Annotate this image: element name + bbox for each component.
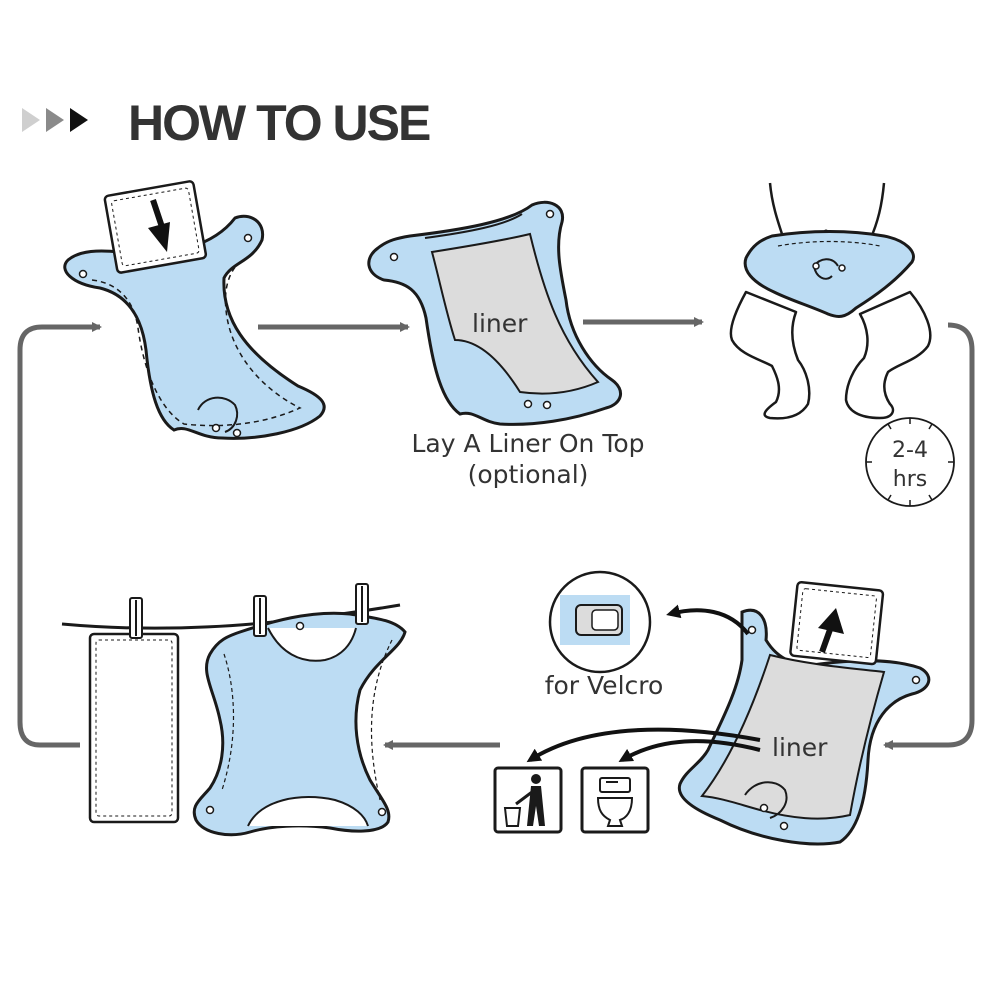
step-wear: 2-4 hrs <box>729 182 955 507</box>
liner-label-used: liner <box>772 733 828 762</box>
step-caption-line2: (optional) <box>468 460 589 489</box>
toilet-icon <box>580 766 650 834</box>
flow-arrows <box>17 317 975 750</box>
clothes-pin-icon <box>253 595 267 637</box>
pad-up-arrow-icon <box>818 608 844 654</box>
page-title: HOW TO USE <box>128 95 430 151</box>
arrow-step5-to-step1 <box>17 322 102 748</box>
header: HOW TO USE <box>22 95 432 151</box>
disposal-arrows <box>526 604 761 763</box>
duration-value: 2-4 <box>892 438 928 463</box>
diaper-drying <box>192 611 407 837</box>
step-remove: liner for Velcro <box>493 570 931 846</box>
velcro-detail-icon <box>548 570 652 674</box>
step-caption-line1: Lay A Liner On Top <box>411 429 644 458</box>
step-lay-liner: liner Lay A Liner On Top (optional) <box>367 200 645 489</box>
diaper-worn <box>743 230 915 318</box>
play-arrows-icon <box>22 108 88 132</box>
trash-bin-icon <box>493 766 563 834</box>
arrow-step3-to-step4 <box>883 322 975 750</box>
pad-down-arrow-icon <box>148 199 170 252</box>
liner-label: liner <box>472 309 528 338</box>
arrow-to-velcro-detail <box>666 604 750 636</box>
liner-sheet <box>430 232 600 395</box>
duration-unit: hrs <box>893 467 927 492</box>
baby-illustration <box>729 182 932 420</box>
clock-icon: 2-4 hrs <box>865 417 955 507</box>
arrow-to-trash <box>526 727 761 763</box>
step-insert-pad <box>63 180 326 440</box>
clothes-pin-icon <box>355 583 369 625</box>
velcro-label: for Velcro <box>545 671 664 700</box>
step-dry <box>61 583 407 837</box>
clothes-pin-icon <box>129 597 143 639</box>
arrow-to-toilet <box>618 739 761 763</box>
pad-drying <box>88 632 180 824</box>
liner-sheet-used <box>700 653 886 820</box>
